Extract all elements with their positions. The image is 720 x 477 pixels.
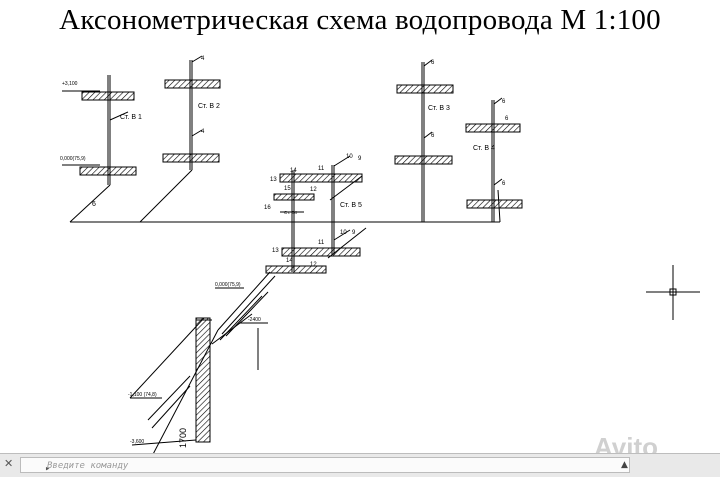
foundation-wall [195, 317, 211, 443]
command-placeholder: Введите команду [47, 461, 129, 471]
num-13-a: 13 [270, 177, 277, 183]
num-12-a: 12 [310, 187, 317, 193]
num-9-b: 9 [352, 230, 356, 236]
num-4-a: 4 [201, 56, 205, 62]
command-input[interactable]: ▸ Введите команду [20, 457, 630, 474]
elevation-entry: -1,100 (74,8) [128, 392, 157, 398]
main-pipe [69, 169, 501, 223]
riser-1 [62, 75, 137, 185]
num-4-b: 4 [201, 129, 205, 135]
elevation-floor-main: 0,000(75,9) [215, 282, 241, 288]
num-6-r4a: 6 [502, 99, 506, 105]
riser-label-mid: Ст. В4 [284, 210, 297, 215]
pipe-number-6: 6 [92, 201, 96, 208]
command-bar: ✕ ▸ Введите команду ▲ [0, 453, 720, 477]
axonometric-drawing[interactable]: +3,100 0,000(75,9) Ст. В 1 6 Ст. В 2 4 4… [0, 0, 720, 453]
riser-label-4: Ст. В 4 [473, 145, 495, 152]
num-11-b: 11 [318, 240, 325, 246]
riser-2 [162, 55, 221, 170]
num-9-a: 9 [358, 156, 362, 162]
num-14: 14 [290, 168, 297, 174]
num-6-r3a: 6 [431, 60, 435, 66]
num-6-r4c: 6 [502, 181, 506, 187]
riser-3 [394, 59, 454, 222]
prompt-icon: ▸ [45, 464, 51, 474]
riser-label-5: Ст. В 5 [340, 202, 362, 209]
close-icon[interactable]: ✕ [4, 457, 14, 470]
elevation-bottom: -3,600 [130, 439, 144, 445]
riser-label-2: Ст. В 2 [198, 103, 220, 110]
num-13-b: 13 [272, 248, 279, 254]
num-6-r4b: 6 [505, 116, 509, 122]
crosshair-cursor [646, 265, 700, 320]
num-12-b: 12 [310, 262, 317, 268]
elevation-side: -2400 [248, 317, 261, 323]
num-6-r3b: 6 [431, 133, 435, 139]
page-title: Аксонометрическая схема водопровода М 1:… [59, 4, 661, 36]
num-10-a: 10 [346, 154, 353, 160]
dimension-1700: 1700 [178, 428, 188, 448]
num-14-b: 14 [286, 258, 293, 264]
riser-5-group [265, 155, 367, 274]
riser-label-3: Ст. В 3 [428, 105, 450, 112]
num-10-b: 10 [340, 230, 347, 236]
num-16: 16 [264, 205, 271, 211]
num-15: 15 [284, 186, 291, 192]
riser-4 [465, 97, 523, 222]
riser-label-1: Ст. В 1 [120, 114, 142, 121]
num-11-a: 11 [318, 166, 325, 172]
chevron-down-icon[interactable]: ▲ [621, 460, 628, 470]
elevation-top-r1: +3,100 [62, 81, 78, 87]
elevation-floor-r1: 0,000(75,9) [60, 156, 86, 162]
